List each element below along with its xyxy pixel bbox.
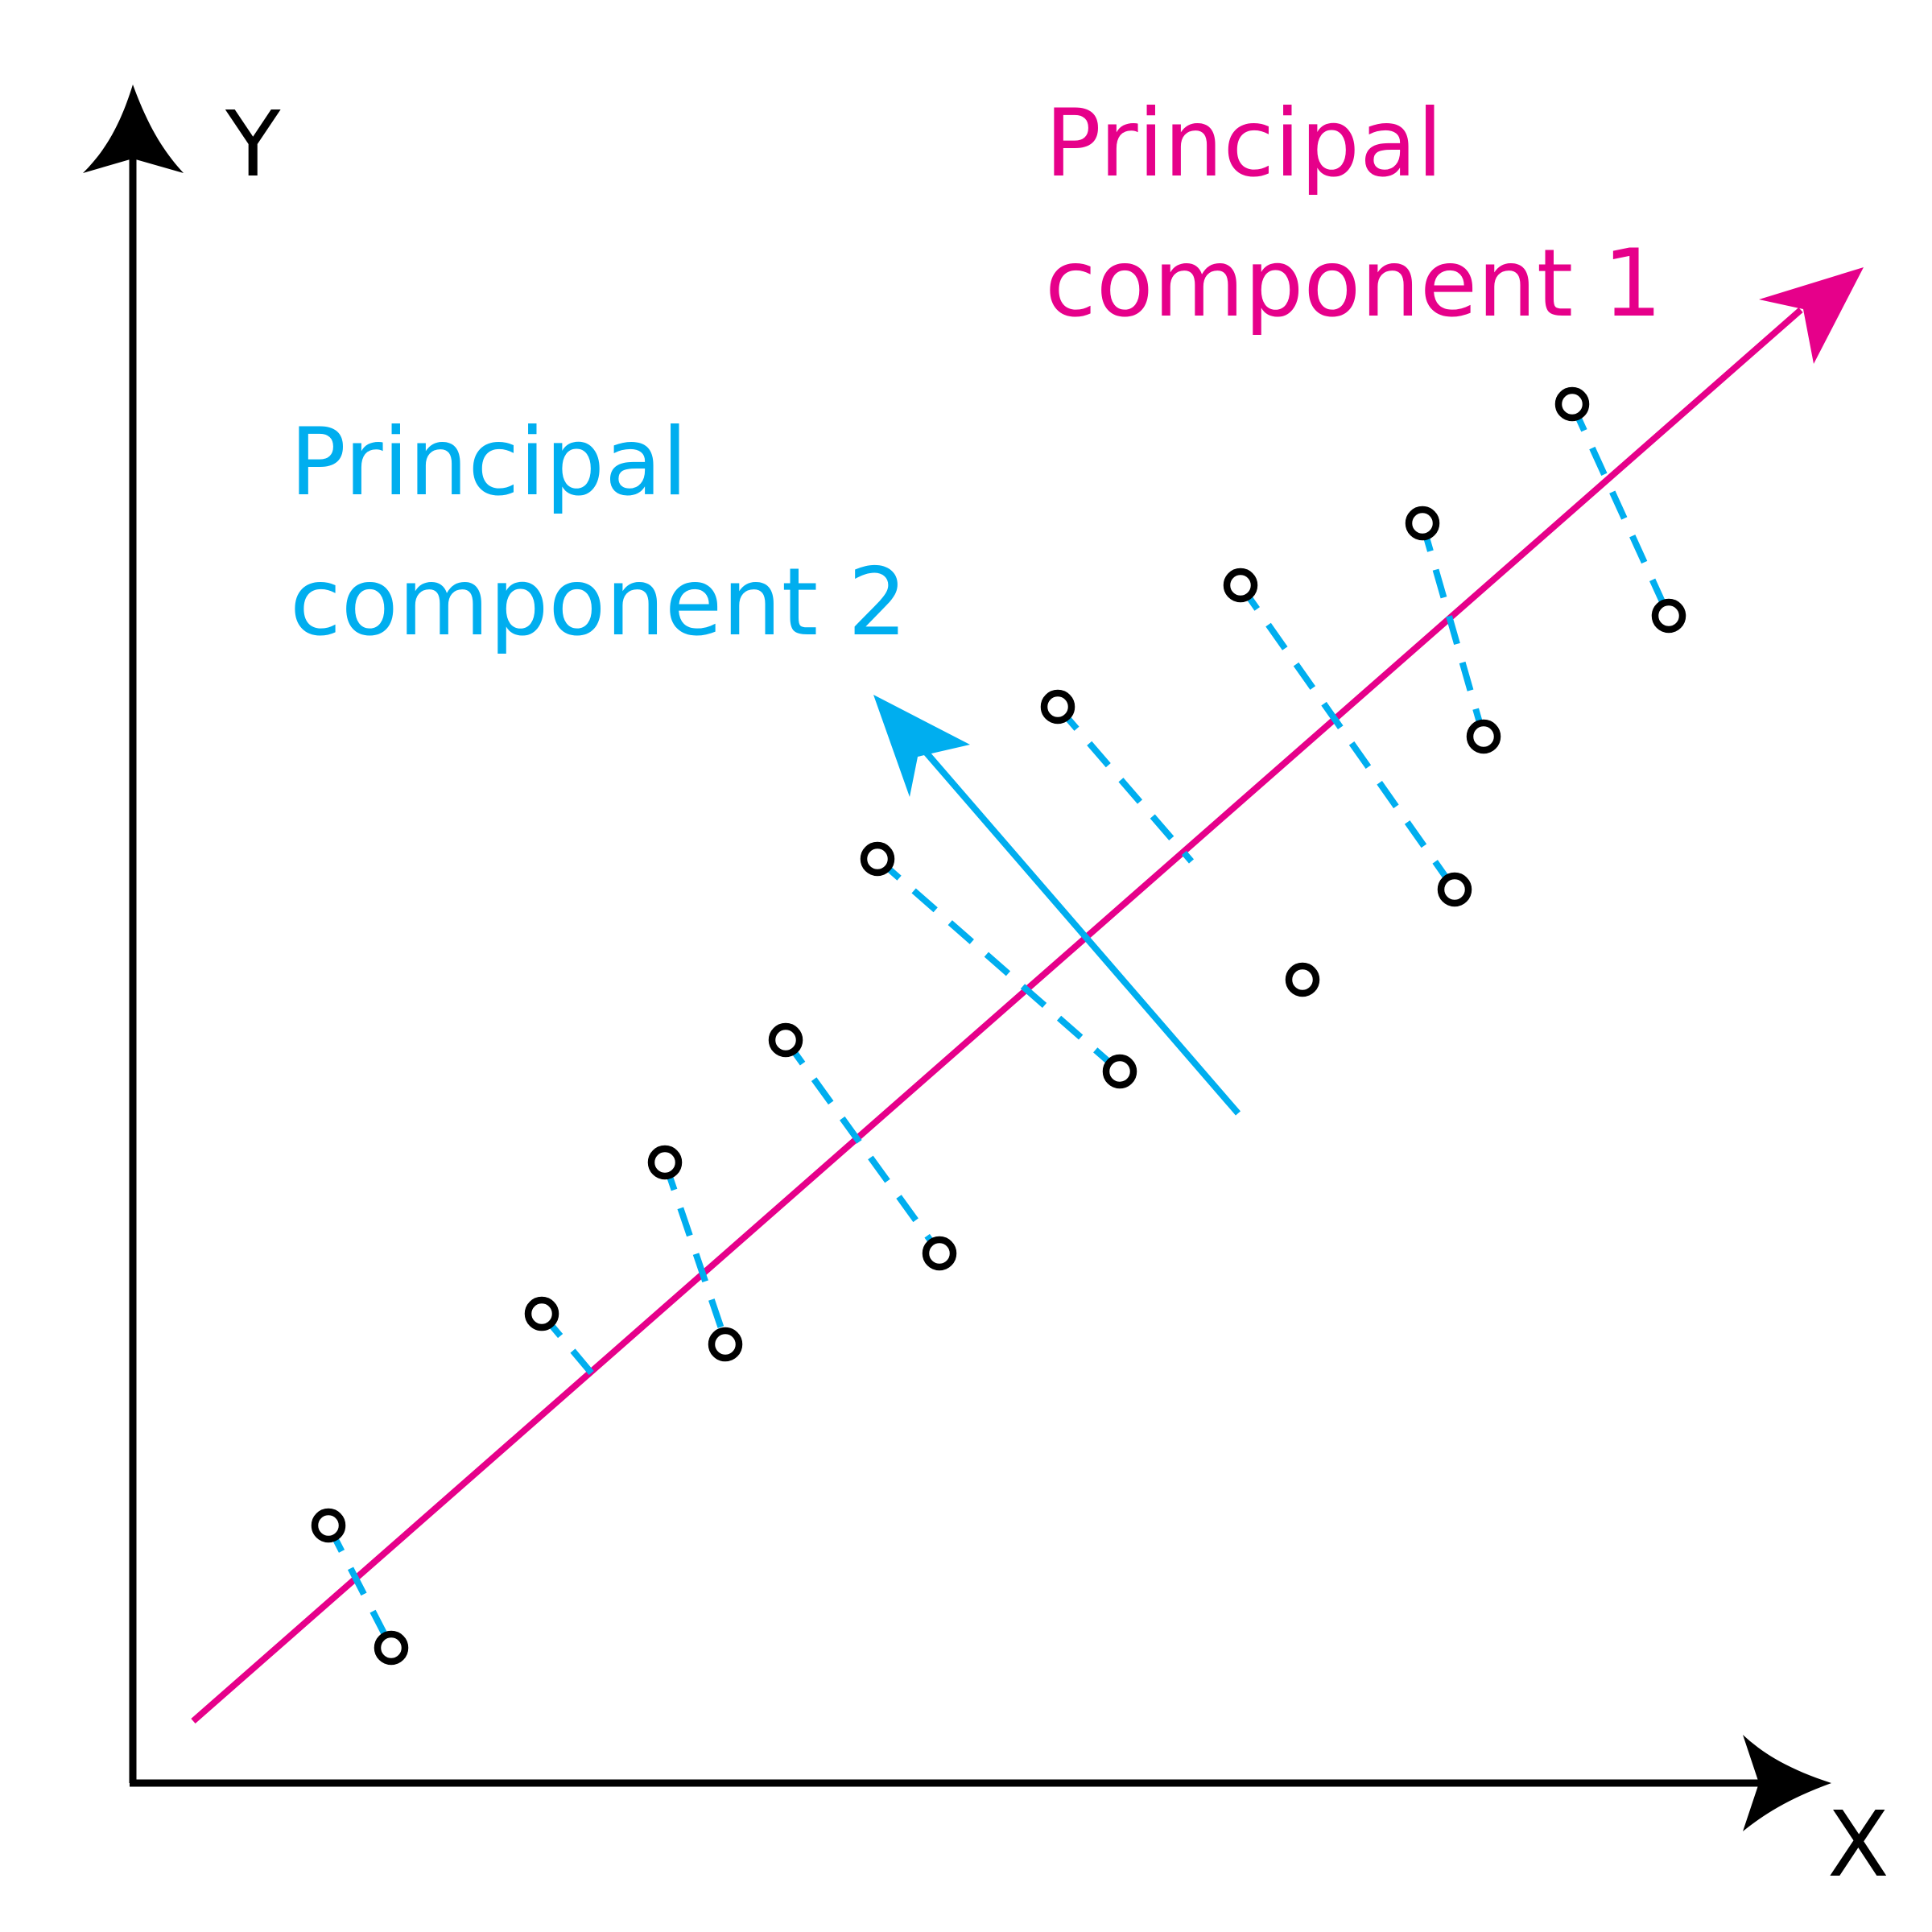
- data-point: [1437, 872, 1472, 907]
- y-axis-label: Y: [225, 93, 281, 197]
- data-point: [374, 1630, 409, 1666]
- data-point: [647, 1145, 683, 1180]
- projection-line: [1055, 704, 1195, 864]
- pc2-arrowhead: [873, 695, 970, 797]
- pc2-axis: [873, 695, 1241, 1116]
- pc1-label-line1: Principal: [1045, 89, 1443, 198]
- projection-lines: [325, 402, 1672, 1652]
- data-point: [1554, 386, 1590, 422]
- data-points: [311, 386, 1686, 1666]
- pc2-line: [921, 748, 1241, 1116]
- y-axis-arrowhead: [83, 85, 184, 173]
- data-point: [1223, 568, 1258, 603]
- projection-line: [1237, 583, 1458, 892]
- projection-line: [1419, 522, 1487, 738]
- pc1-arrowhead: [1759, 267, 1864, 364]
- pc1-axis: [191, 267, 1864, 1724]
- projection-line: [875, 856, 1121, 1074]
- pc1-line: [191, 307, 1803, 1724]
- projection-line: [325, 1524, 396, 1652]
- x-axis-label: X: [1827, 1793, 1889, 1897]
- data-point: [708, 1327, 743, 1362]
- projection-line: [782, 1038, 942, 1254]
- data-point: [1466, 719, 1501, 754]
- x-axis-arrowhead: [1743, 1735, 1831, 1831]
- data-point: [922, 1236, 957, 1271]
- data-point: [1285, 962, 1320, 997]
- data-point: [524, 1296, 559, 1331]
- projection-line: [662, 1161, 729, 1344]
- pc2-label-line2: component 2: [290, 548, 907, 657]
- pc2-label-line1: Principal: [290, 408, 687, 517]
- pc1-label-line2: component 1: [1045, 229, 1662, 338]
- projection-line: [1569, 402, 1672, 617]
- data-point: [768, 1022, 803, 1058]
- data-point: [1102, 1054, 1137, 1089]
- data-point: [860, 841, 895, 877]
- data-point: [1040, 689, 1075, 724]
- data-point: [1651, 598, 1686, 634]
- axes: [83, 85, 1831, 1831]
- data-point: [311, 1508, 346, 1543]
- data-point: [1405, 506, 1440, 541]
